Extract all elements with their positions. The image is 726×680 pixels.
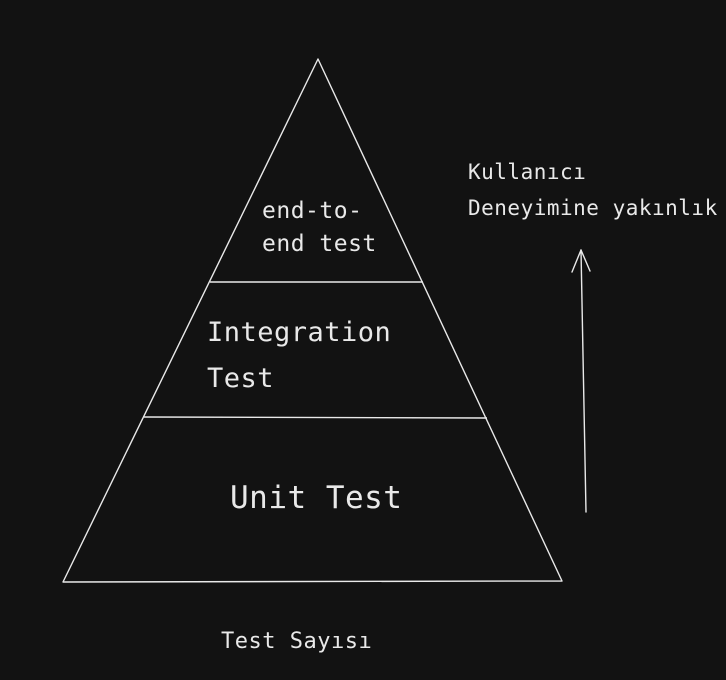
- layer-label-e2e: end-to- end test: [262, 198, 377, 257]
- arrow-label: Kullanıcı Deneyimine yakınlık: [468, 160, 718, 220]
- arrow-shaft: [580, 249, 587, 513]
- divider-bottom: [143, 416, 488, 419]
- pyramid-outline: [62, 58, 563, 583]
- bottom-label: Test Sayısı: [221, 629, 373, 654]
- arrow-head: [571, 249, 591, 273]
- layer-label-integration: Integration Test: [207, 317, 392, 394]
- layer-label-unit: Unit Test: [230, 480, 403, 516]
